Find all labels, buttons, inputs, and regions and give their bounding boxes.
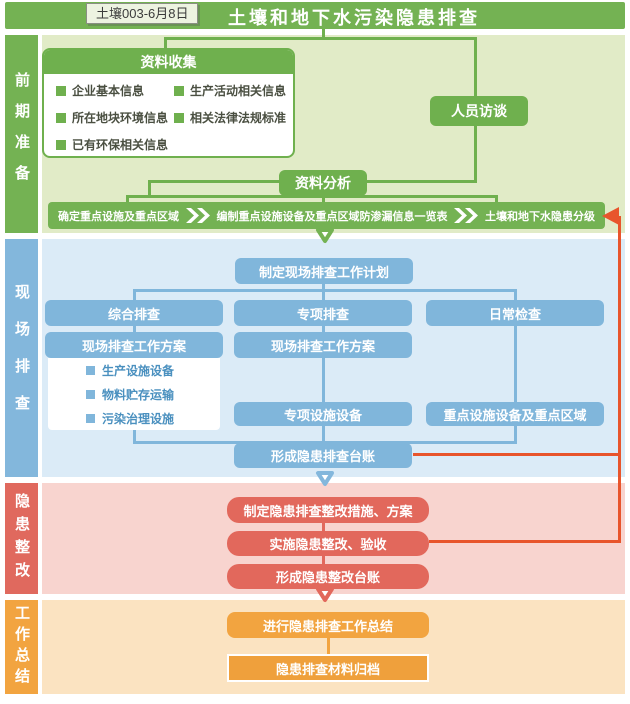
connector-line <box>322 426 325 444</box>
connector-line <box>327 638 330 655</box>
summary-work-box: 进行隐患排查工作总结 <box>227 612 429 638</box>
feedback-arrow-icon <box>602 207 619 225</box>
comprehensive-check-box: 综合排查 <box>45 300 223 326</box>
section-down-arrow-icon <box>316 228 334 243</box>
list-item-label: 物料贮存运输 <box>102 387 175 402</box>
bullet-square-icon <box>174 112 184 123</box>
list-item-label: 生产设施设备 <box>102 363 175 378</box>
list-item-label: 相关法律法规标准 <box>190 111 287 125</box>
connector-line <box>133 430 136 444</box>
date-badge: 土壤003-6月8日 <box>86 3 199 24</box>
connector-line <box>133 326 136 334</box>
bullet-square-icon <box>86 413 95 423</box>
connector-line <box>126 197 129 205</box>
connector-line <box>148 180 281 183</box>
double-chevron-icon <box>454 208 479 223</box>
connector-line <box>495 197 498 205</box>
section-down-arrow-icon <box>316 471 334 486</box>
scheme-box-left: 现场排查工作方案 <box>45 332 223 358</box>
rectify-measures-box: 制定隐患排查整改措施、方案 <box>227 497 429 523</box>
list-item: 所在地块环境信息 <box>56 109 174 126</box>
list-item-label: 已有环保相关信息 <box>72 138 169 152</box>
list-item: 企业基本信息 <box>56 82 174 99</box>
connector-line <box>322 555 325 565</box>
bullet-square-icon <box>56 112 66 123</box>
connector-line <box>148 180 151 198</box>
rectify-implement-box: 实施隐患整改、验收 <box>227 531 429 556</box>
connector-line <box>133 289 136 302</box>
list-item: 相关法律法规标准 <box>174 109 293 126</box>
data-collection-title: 资料收集 <box>44 50 293 74</box>
sidebar-prep: 前期准备 <box>5 35 38 233</box>
connector-line <box>322 284 325 291</box>
connector-line <box>126 195 498 198</box>
personnel-interview-box: 人员访谈 <box>430 96 528 126</box>
special-facility-box: 专项设施设备 <box>234 402 412 426</box>
rectify-ledger-box: 形成隐患整改台账 <box>227 564 429 589</box>
grade-step-2: 编制重点设施设备及重点区域防渗漏信息一览表 <box>216 210 448 223</box>
connector-line <box>322 358 325 404</box>
section-down-arrow-icon <box>316 587 334 602</box>
connector-line <box>322 29 325 40</box>
connector-line <box>366 180 476 183</box>
grading-step-bar: 确定重点设施及重点区域 编制重点设施设备及重点区域防渗漏信息一览表 土壤和地下水… <box>48 202 605 229</box>
page-title: 土壤和地下水污染隐患排查 <box>228 8 480 28</box>
list-item-label: 污染治理设施 <box>102 411 175 426</box>
connector-line <box>133 441 517 444</box>
list-item-label: 生产活动相关信息 <box>190 84 287 98</box>
list-item: 生产设施设备 <box>86 362 220 379</box>
data-collection-list: 企业基本信息 生产活动相关信息 所在地块环境信息 相关法律法规标准 已有环保相关… <box>44 74 293 156</box>
connector-line <box>514 426 517 443</box>
connector-line <box>133 289 517 292</box>
list-item: 已有环保相关信息 <box>56 136 174 153</box>
scheme-list: 生产设施设备 物料贮存运输 污染治理设施 <box>48 358 220 430</box>
connector-line <box>514 326 517 404</box>
connector-line <box>164 39 167 50</box>
data-collection-box: 资料收集 企业基本信息 生产活动相关信息 所在地块环境信息 相关法律法规标准 已… <box>42 48 295 158</box>
double-chevron-icon <box>185 208 210 223</box>
bullet-square-icon <box>56 85 66 96</box>
list-item: 物料贮存运输 <box>86 386 220 403</box>
key-facility-box: 重点设施设备及重点区域 <box>426 402 604 426</box>
bullet-square-icon <box>174 85 184 96</box>
site-plan-box: 制定现场排查工作计划 <box>235 258 413 284</box>
feedback-line <box>429 540 621 543</box>
connector-line <box>514 289 517 302</box>
bullet-square-icon <box>86 365 95 375</box>
list-item-label: 所在地块环境信息 <box>72 111 169 125</box>
connector-line <box>322 289 325 302</box>
data-analysis-box: 资料分析 <box>279 170 367 196</box>
list-item-label: 企业基本信息 <box>72 84 145 98</box>
connector-line <box>322 326 325 334</box>
sidebar-rectify: 隐患整改 <box>5 483 38 594</box>
grade-step-3: 土壤和地下水隐患分级 <box>485 210 595 223</box>
bullet-square-icon <box>56 139 66 150</box>
connector-line <box>322 522 325 532</box>
connector-line <box>322 193 325 205</box>
archive-box: 隐患排查材料归档 <box>227 654 429 682</box>
bullet-square-icon <box>86 389 95 399</box>
sidebar-summary: 工作总结 <box>5 600 38 694</box>
list-item: 生产活动相关信息 <box>174 82 293 99</box>
list-item: 污染治理设施 <box>86 410 220 427</box>
feedback-line <box>618 216 621 543</box>
scheme-box-middle: 现场排查工作方案 <box>234 332 412 358</box>
sidebar-site: 现场排查 <box>5 239 38 477</box>
feedback-line <box>413 453 621 456</box>
grade-step-1: 确定重点设施及重点区域 <box>58 210 179 223</box>
connector-line <box>164 37 477 40</box>
daily-check-box: 日常检查 <box>426 300 604 326</box>
check-ledger-box: 形成隐患排查台账 <box>234 443 412 468</box>
special-check-box: 专项排查 <box>234 300 412 326</box>
